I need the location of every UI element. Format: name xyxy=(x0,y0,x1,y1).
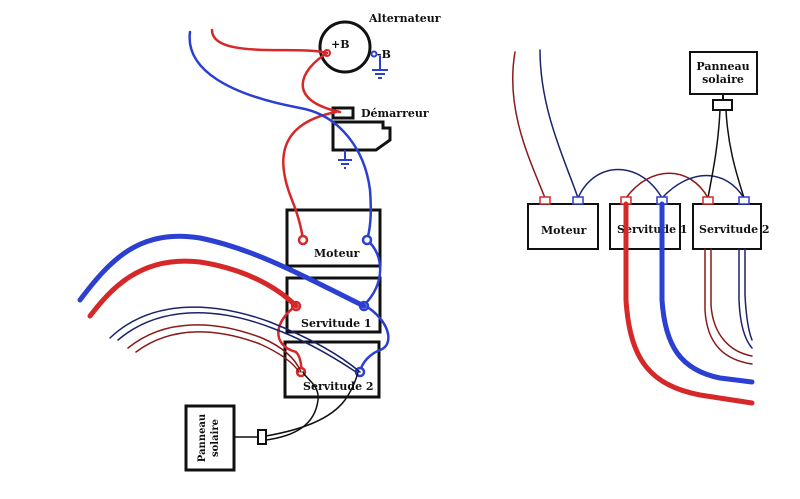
alternator-circle-icon xyxy=(318,20,372,74)
right-wire-red-service1-service2 xyxy=(625,172,709,199)
cable-thick-red-service1 xyxy=(87,258,299,319)
right-cable-thick-blue-service1 xyxy=(659,201,755,385)
right-cable-black-solar-a xyxy=(707,109,721,199)
right-wire-blue-engine-service1 xyxy=(577,168,663,199)
wire-blue-engine-service1 xyxy=(362,238,382,307)
right-solar-panel-box xyxy=(689,51,758,95)
right-battery-service1-label: Servitude 1 xyxy=(617,223,688,236)
wire-red-starter-engine xyxy=(282,110,338,242)
left-solar-panel-label-line2: solaire xyxy=(210,419,221,457)
starter-motor-icon xyxy=(331,120,392,152)
cable-black-solar-service2-b xyxy=(265,371,319,441)
right-cable-thick-red-service1 xyxy=(623,201,755,406)
right-cable-thin-darkred-b xyxy=(710,248,753,357)
left-diagram: Alternateur +B -B Démarreur xyxy=(77,12,441,472)
starter-label: Démarreur xyxy=(361,107,429,120)
left-battery-service2-label: Servitude 2 xyxy=(303,380,374,393)
alternator-plus-terminal-label: +B xyxy=(331,38,350,51)
alternator: Alternateur +B -B xyxy=(318,12,441,79)
right-solar-connector-block-icon xyxy=(712,99,733,111)
right-service2-positive-terminal xyxy=(702,196,714,205)
left-engine-negative-terminal xyxy=(361,234,373,246)
left-engine-positive-terminal xyxy=(297,234,309,246)
wire-red-service1-service2 xyxy=(277,304,303,374)
left-solar-panel-box xyxy=(184,404,236,472)
right-engine-negative-terminal xyxy=(572,196,584,205)
right-cable-thin-navy-a xyxy=(738,248,753,349)
cable-thin-navy-service2-a xyxy=(109,306,361,373)
right-service2-negative-terminal xyxy=(738,196,750,205)
starter-ground-symbol-icon xyxy=(338,150,352,169)
wire-red-alternator-starter xyxy=(301,51,342,114)
right-battery-engine-label: Moteur xyxy=(541,224,587,237)
right-cable-black-solar-b xyxy=(725,109,745,199)
right-wire-red-incoming xyxy=(511,51,546,199)
wire-blue-service1-service2 xyxy=(358,303,390,374)
right-solar-panel-label-line2: solaire xyxy=(702,73,744,86)
right-solar-panel-label-line1: Panneau xyxy=(696,60,749,73)
right-engine-positive-terminal xyxy=(539,196,551,205)
left-battery-engine-label: Moteur xyxy=(314,247,360,260)
right-wire-blue-incoming xyxy=(539,49,579,199)
cable-black-solar-service2-a xyxy=(234,371,359,438)
cable-thin-darkred-service2-b xyxy=(135,331,300,373)
alternator-label: Alternateur xyxy=(368,12,441,25)
right-diagram: Panneau solaire Moteur Servitude 1 Servi… xyxy=(511,49,770,406)
wire-blue-incoming xyxy=(188,30,373,242)
right-battery-service1-box xyxy=(609,203,681,250)
right-cable-thin-darkred-a xyxy=(704,248,753,365)
alternator-ground-symbol-icon xyxy=(372,56,388,79)
cable-thin-darkred-service2-a xyxy=(127,324,302,373)
wire-red-incoming xyxy=(210,28,329,55)
cable-thick-blue-service1 xyxy=(77,233,367,309)
right-cable-thin-navy-b xyxy=(744,248,753,341)
left-solar-panel-label-line1: Panneau xyxy=(197,414,208,462)
left-battery-service1-label: Servitude 1 xyxy=(301,317,372,330)
alternator-minus-terminal xyxy=(370,50,378,58)
starter: Démarreur xyxy=(331,106,429,169)
right-battery-service2-label: Servitude 2 xyxy=(699,223,770,236)
cable-thin-navy-service2-b xyxy=(117,312,357,373)
left-solar-connector-block-icon xyxy=(257,429,267,445)
right-battery-engine-box xyxy=(527,203,599,250)
right-battery-service2-box xyxy=(692,203,762,250)
right-wire-blue-service1-service2 xyxy=(661,174,745,199)
